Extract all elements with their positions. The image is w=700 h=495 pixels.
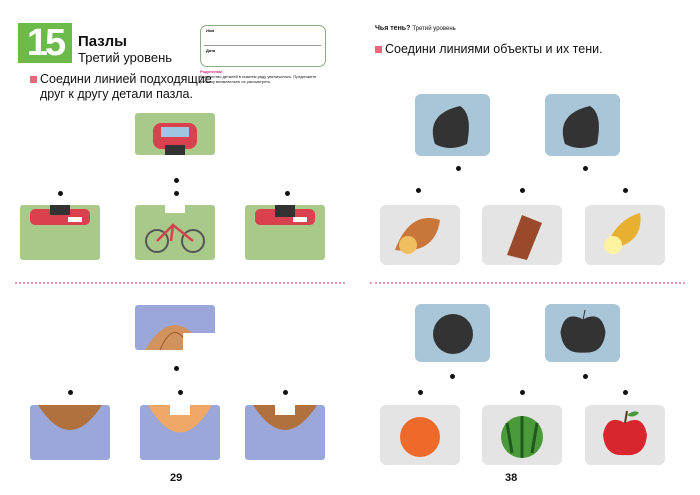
right-instruction: Соедини линиями объекты и их тени. (375, 42, 603, 56)
connect-dot[interactable] (583, 166, 588, 171)
connect-dot[interactable] (450, 374, 455, 379)
section-divider (370, 282, 685, 284)
connect-dot[interactable] (283, 390, 288, 395)
page-title: Пазлы (78, 33, 127, 50)
level-label: Третий уровень (78, 50, 173, 65)
page-number: 38 (505, 472, 518, 484)
item-squash[interactable] (585, 205, 665, 265)
puzzle-piece-onion-bottom-2[interactable] (245, 405, 325, 460)
item-sweet-potato[interactable] (380, 205, 460, 265)
puzzle-piece-onion-top[interactable] (135, 305, 215, 350)
connect-dot[interactable] (58, 191, 63, 196)
shadow-orange[interactable] (415, 304, 490, 362)
item-orange[interactable] (380, 405, 460, 465)
name-field[interactable] (204, 45, 321, 46)
connect-dot[interactable] (285, 191, 290, 196)
connect-dot[interactable] (416, 188, 421, 193)
bullet-icon (30, 76, 37, 84)
shadow-apple[interactable] (545, 304, 620, 362)
page-number: 29 (170, 472, 183, 484)
puzzle-piece-car-bottom-2[interactable] (245, 205, 325, 260)
parents-text: Количество деталей в нижнем ряду увеличи… (200, 74, 317, 84)
date-label: Дата (206, 48, 216, 53)
puzzle-piece-car-bottom[interactable] (20, 205, 100, 260)
connect-dot[interactable] (178, 390, 183, 395)
connect-dot[interactable] (68, 390, 73, 395)
right-level: Третий уровень (412, 26, 456, 32)
puzzle-piece-onion-bottom[interactable] (30, 405, 110, 460)
instruction-line: Соедини линией подходящие (40, 72, 212, 86)
connect-dot[interactable] (520, 390, 525, 395)
name-label: Имя (206, 28, 215, 33)
item-watermelon[interactable] (482, 405, 562, 465)
puzzle-piece-car-top[interactable] (135, 113, 215, 155)
instruction-line: друг к другу детали пазла. (40, 87, 193, 101)
connect-dot[interactable] (456, 166, 461, 171)
puzzle-piece-bicycle[interactable] (135, 205, 215, 260)
connect-dot[interactable] (174, 178, 179, 183)
exercise-number: 15 (18, 23, 72, 63)
connect-dot[interactable] (174, 366, 179, 371)
shadow-banana-squash[interactable] (545, 94, 620, 156)
connect-dot[interactable] (418, 390, 423, 395)
section-divider (15, 282, 345, 284)
item-yam[interactable] (482, 205, 562, 265)
item-apple[interactable] (585, 405, 665, 465)
connect-dot[interactable] (174, 191, 179, 196)
right-header: Чья тень? Третий уровень (375, 25, 456, 32)
connect-dot[interactable] (623, 188, 628, 193)
parents-label: Родителям (200, 69, 222, 74)
connect-dot[interactable] (623, 390, 628, 395)
right-title: Чья тень? (375, 25, 411, 32)
instruction-text: Соедини линиями объекты и их тени. (385, 42, 603, 56)
connect-dot[interactable] (583, 374, 588, 379)
bullet-icon (375, 46, 382, 54)
shadow-sweet-potato[interactable] (415, 94, 490, 156)
puzzle-piece-orange-bottom[interactable] (140, 405, 220, 460)
connect-dot[interactable] (520, 188, 525, 193)
name-date-form: Имя Дата (200, 25, 326, 67)
